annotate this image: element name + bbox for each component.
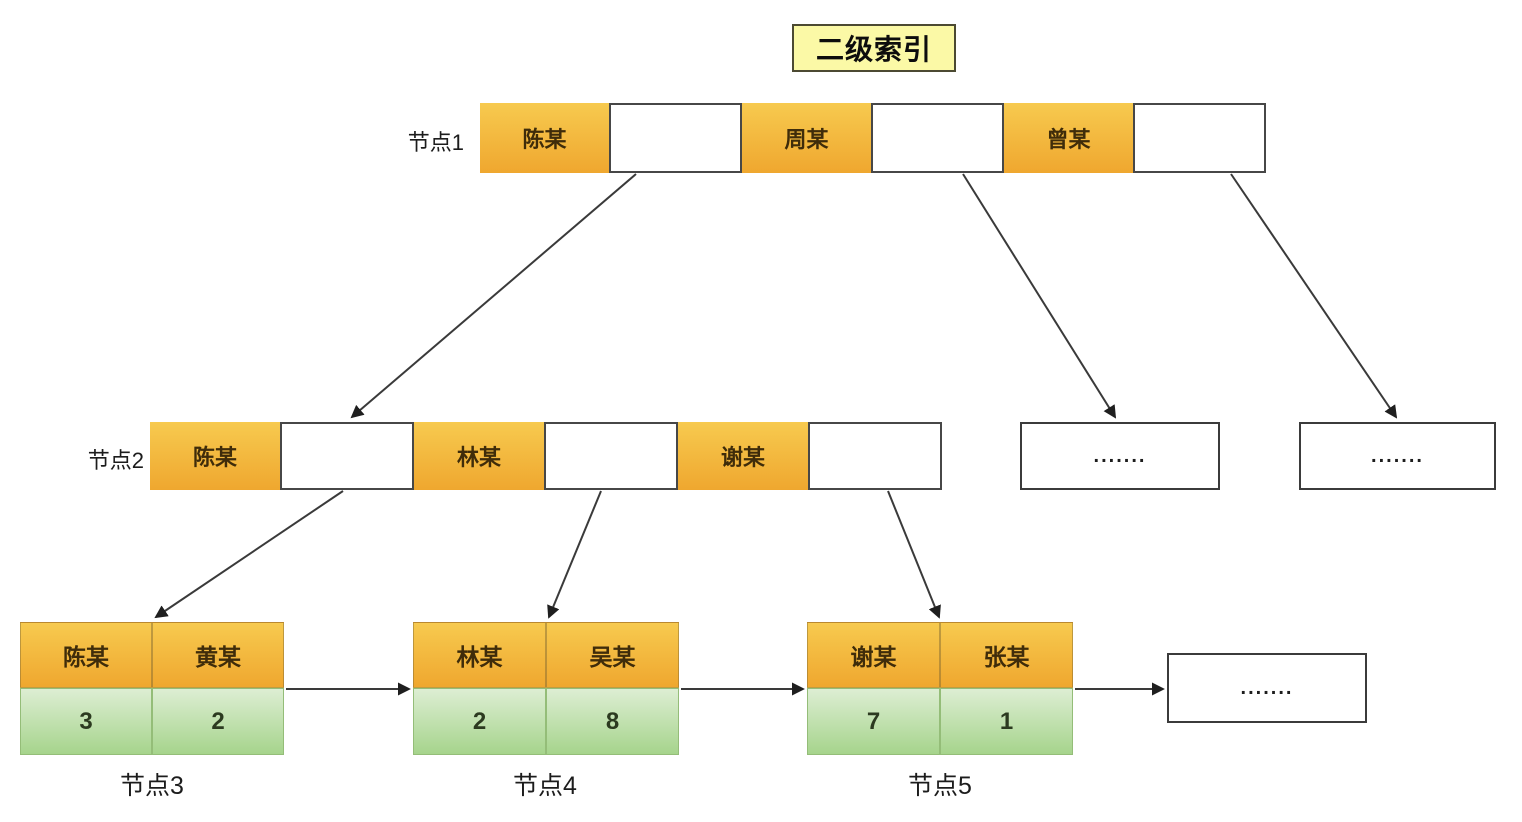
ellipsis-box-3: ....... xyxy=(1167,653,1367,723)
pointer-cell xyxy=(808,422,942,490)
key-cell: 林某 xyxy=(414,422,544,490)
leaf-node-5: 谢某 张某 7 1 xyxy=(807,622,1073,755)
key-cell: 陈某 xyxy=(20,622,152,688)
node5-label: 节点5 xyxy=(908,772,972,800)
ellipsis-box-2: ....... xyxy=(1299,422,1496,490)
diagram-title: 二级索引 xyxy=(792,24,956,72)
key-cell: 周某 xyxy=(742,103,871,173)
value-cell: 1 xyxy=(940,688,1073,755)
pointer-cell xyxy=(609,103,742,173)
internal-node-2: 陈某 林某 谢某 xyxy=(150,422,942,490)
leaf-node-4: 林某 吴某 2 8 xyxy=(413,622,679,755)
value-cell: 2 xyxy=(413,688,546,755)
arrow xyxy=(887,490,941,619)
key-cell: 谢某 xyxy=(678,422,808,490)
pointer-cell xyxy=(544,422,678,490)
value-cell: 3 xyxy=(20,688,152,755)
leaf-node-3: 陈某 黄某 3 2 xyxy=(20,622,284,755)
value-cell: 8 xyxy=(546,688,679,755)
pointer-cell xyxy=(1133,103,1266,173)
node2-label: 节点2 xyxy=(87,448,144,473)
ellipsis-box-1: ....... xyxy=(1020,422,1220,490)
arrow xyxy=(350,173,637,419)
value-cell: 2 xyxy=(152,688,284,755)
arrow xyxy=(154,490,344,619)
node3-label: 节点3 xyxy=(120,772,184,800)
key-cell: 曾某 xyxy=(1004,103,1133,173)
key-cell: 黄某 xyxy=(152,622,284,688)
key-cell: 陈某 xyxy=(480,103,609,173)
node1-label: 节点1 xyxy=(407,130,464,155)
pointer-cell xyxy=(871,103,1004,173)
node4-label: 节点4 xyxy=(513,772,577,800)
arrow xyxy=(1230,173,1398,419)
key-cell: 张某 xyxy=(940,622,1073,688)
internal-node-1: 陈某 周某 曾某 xyxy=(480,103,1266,173)
value-cell: 7 xyxy=(807,688,940,755)
arrow xyxy=(547,490,602,619)
key-cell: 陈某 xyxy=(150,422,280,490)
key-cell: 吴某 xyxy=(546,622,679,688)
arrow xyxy=(962,173,1117,419)
pointer-cell xyxy=(280,422,414,490)
key-cell: 林某 xyxy=(413,622,546,688)
key-cell: 谢某 xyxy=(807,622,940,688)
